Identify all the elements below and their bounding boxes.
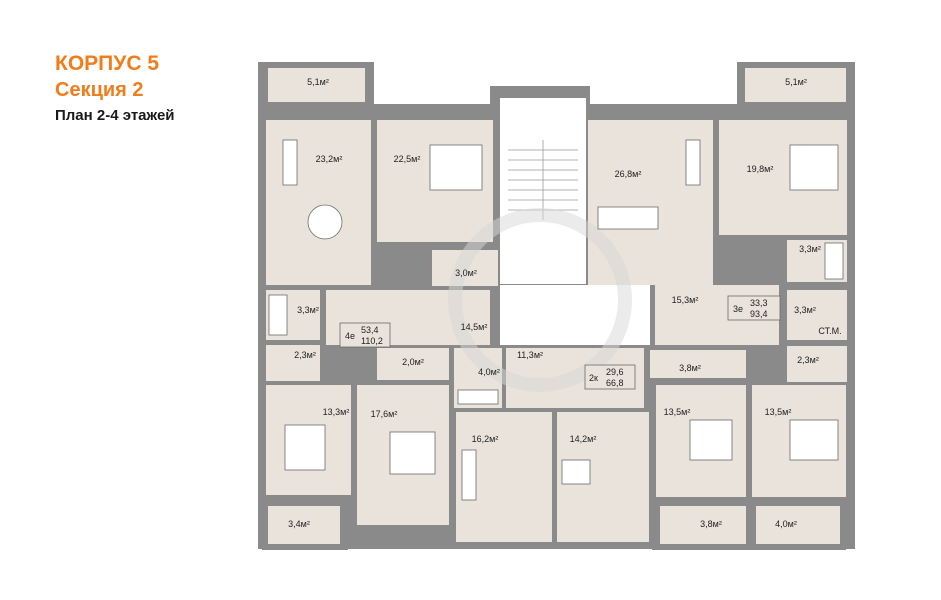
area-label: 13,5м²: [664, 407, 691, 417]
stm-label: СТ.М.: [818, 326, 841, 336]
section-title: Секция 2: [55, 79, 144, 101]
plan-title-block: КОРПУС 5 Секция 2 План 2-4 этажей: [55, 50, 175, 128]
balcony-bottom-left: [268, 506, 340, 544]
area-label: 26,8м²: [615, 169, 642, 179]
area-label: 3,8м²: [700, 519, 722, 529]
apt-type: 4е: [345, 331, 355, 341]
apt-living: 29,6: [606, 367, 624, 377]
room-labels: 5,1м² 5,1м² 23,2м² 22,5м² 26,8м² 19,8м² …: [288, 77, 841, 529]
area-label: 3,3м²: [794, 305, 816, 315]
plan-subtitle: План 2-4 этажей: [55, 107, 175, 124]
area-label: 17,6м²: [371, 409, 398, 419]
apartment-3e: 3е 33,3 93,4: [727, 295, 781, 321]
corridor-b: [650, 350, 746, 378]
area-label: 3,3м²: [297, 305, 319, 315]
apt-living: 53,4: [361, 325, 379, 335]
area-label: 4,0м²: [478, 367, 500, 377]
apt-type: 2к: [589, 373, 598, 383]
area-label: 14,5м²: [461, 322, 488, 332]
area-label: 2,0м²: [402, 357, 424, 367]
wc-a: [266, 345, 320, 381]
area-label: 4,0м²: [775, 519, 797, 529]
area-label: 3,4м²: [288, 519, 310, 529]
area-label: 15,3м²: [672, 295, 699, 305]
area-label: 5,1м²: [785, 77, 807, 87]
balcony-top-left: [268, 68, 365, 102]
apt-total: 110,2: [361, 336, 383, 346]
apartment-4e: 4е 53,4 110,2: [339, 322, 391, 348]
area-label: 11,3м²: [517, 350, 543, 360]
bathroom-d: [787, 290, 847, 340]
area-label: 22,5м²: [394, 154, 421, 164]
wc-b: [787, 346, 847, 382]
area-label: 3,8м²: [679, 363, 701, 373]
apt-total: 66,8: [606, 378, 624, 388]
living-room-a: [266, 120, 371, 285]
apt-total: 93,4: [750, 309, 768, 319]
area-label: 5,1м²: [307, 77, 329, 87]
area-label: 16,2м²: [472, 434, 499, 444]
area-label: 14,2м²: [570, 434, 597, 444]
watermark-logo: [448, 208, 632, 392]
area-label: 19,8м²: [747, 164, 774, 174]
storage-a: [377, 348, 449, 380]
balcony-top-right: [745, 68, 846, 102]
furniture: [268, 139, 844, 501]
area-label: 13,5м²: [765, 407, 792, 417]
apt-living: 33,3: [750, 298, 768, 308]
area-label: 2,3м²: [797, 355, 819, 365]
area-label: 3,3м²: [799, 244, 821, 254]
building-title: КОРПУС 5: [55, 52, 159, 75]
apt-type: 3е: [733, 304, 743, 314]
balcony-bottom-right: [756, 506, 840, 544]
area-label: 23,2м²: [316, 154, 343, 164]
balcony-bottom-mid: [660, 506, 746, 544]
area-label: 13,3м²: [323, 407, 350, 417]
area-label: 3,0м²: [455, 268, 477, 278]
area-label: 2,3м²: [294, 350, 316, 360]
apartment-2k: 2к 29,6 66,8: [584, 364, 636, 390]
